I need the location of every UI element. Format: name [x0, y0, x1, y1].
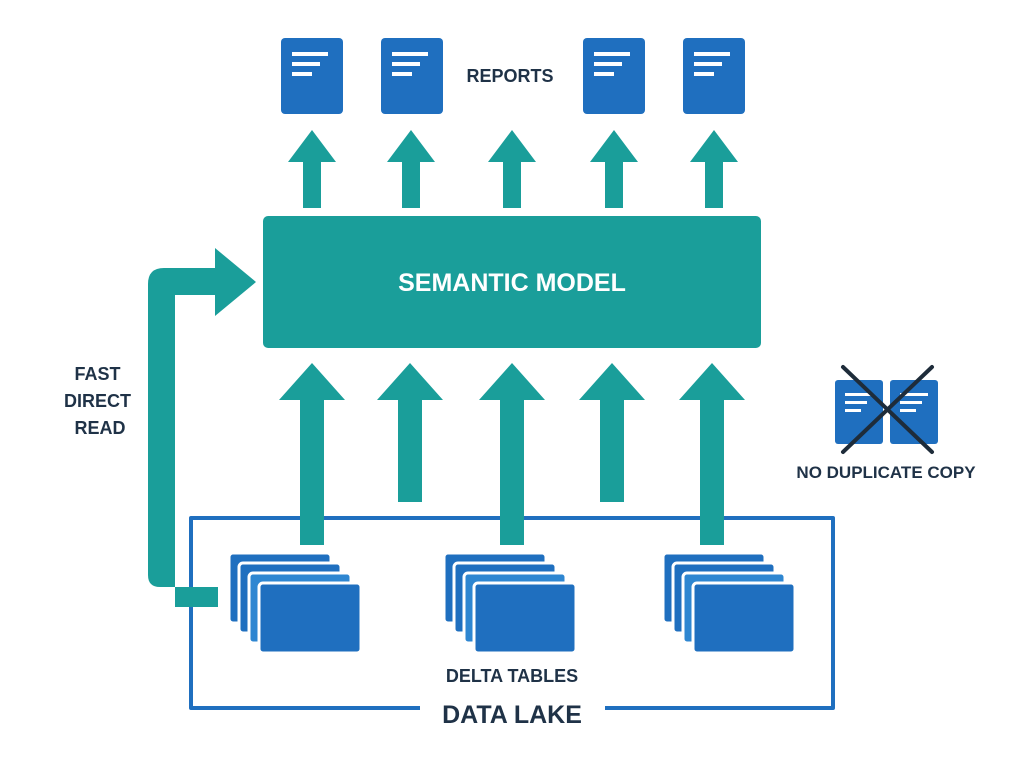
arrows-lake-to-model: [279, 363, 745, 545]
up-arrow: [690, 130, 738, 208]
up-arrow: [590, 130, 638, 208]
up-arrow: [377, 363, 443, 502]
delta-tables-label: DELTA TABLES: [446, 666, 578, 686]
fast-direct-read-arrow: [148, 248, 256, 607]
report-document-icon: [281, 38, 343, 114]
data-lake-label: DATA LAKE: [442, 701, 582, 729]
up-arrow: [488, 130, 536, 208]
fast-direct-read-label: FAST DIRECT READ: [64, 364, 136, 438]
crossed-out-duplicate-icon: [835, 365, 938, 454]
read-label-line: READ: [74, 418, 125, 438]
table-stack-icon: [661, 551, 797, 655]
up-arrow: [479, 363, 545, 545]
up-arrow: [387, 130, 435, 208]
semantic-model-label: SEMANTIC MODEL: [398, 269, 626, 297]
fast-label-line: FAST: [74, 364, 120, 384]
up-arrow: [679, 363, 745, 545]
table-stack-icon: [227, 551, 363, 655]
report-document-icon: [683, 38, 745, 114]
up-arrow: [288, 130, 336, 208]
no-duplicate-copy-label: NO DUPLICATE COPY: [796, 463, 976, 482]
up-arrow: [279, 363, 345, 545]
up-arrow: [579, 363, 645, 502]
cross-stroke: [841, 365, 934, 454]
report-document-icon: [381, 38, 443, 114]
report-document-icon: [583, 38, 645, 114]
direct-label-line: DIRECT: [64, 391, 131, 411]
semantic-model-box: [263, 216, 761, 348]
table-stack-icon: [442, 551, 578, 655]
arrows-model-to-reports: [288, 130, 738, 208]
reports-label: REPORTS: [466, 66, 553, 86]
